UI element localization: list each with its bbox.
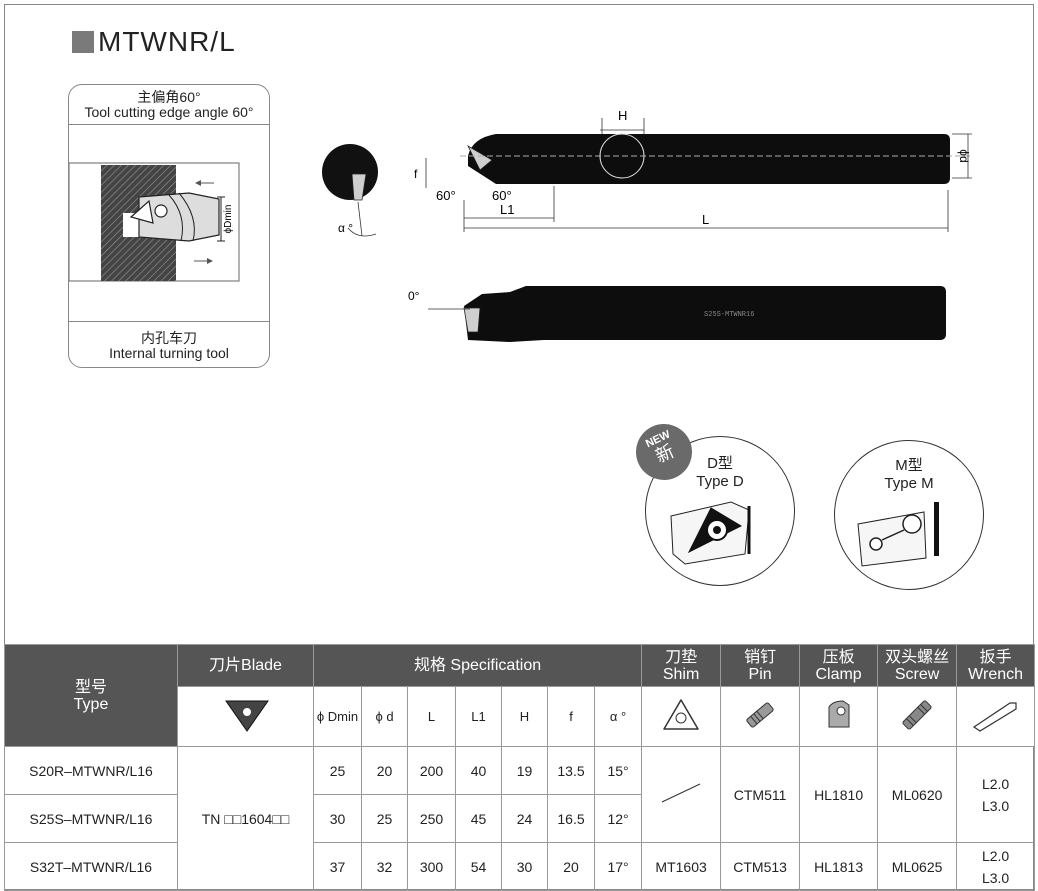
pin-icon (720, 686, 801, 747)
row3-d: 32 (361, 842, 408, 891)
tool-side-view: S25S-MTWNR16 0° (408, 286, 946, 342)
row3-alpha: 17° (593, 842, 643, 891)
type-m-en: Type M (884, 475, 934, 492)
dmin-label: ϕDmin (223, 205, 234, 234)
alpha-label: α ° (338, 221, 353, 235)
header-type: 型号 Type (4, 644, 178, 747)
row2-L: 250 (407, 794, 456, 843)
row2-L1: 45 (455, 794, 502, 843)
dimension-H: H (618, 108, 627, 123)
wrench-icon (956, 686, 1036, 747)
spec-col-d: ϕ d (361, 686, 408, 747)
angle-left-60: 60° (436, 188, 456, 203)
card-title-en: Tool cutting edge angle 60° (84, 104, 254, 120)
shim-group2: MT1603 (641, 842, 722, 891)
row2-dmin: 30 (313, 794, 362, 843)
wrench-group2: L2.0 L3.0 (956, 842, 1036, 891)
row1-type: S20R–MTWNR/L16 (4, 746, 178, 795)
internal-turning-illustration: ϕDmin (68, 125, 269, 323)
wrench-group1: L2.0 L3.0 (956, 746, 1036, 843)
row1-L1: 40 (455, 746, 502, 795)
type-m-clamp-icon (857, 502, 939, 567)
row1-f: 13.5 (547, 746, 595, 795)
type-m-badge: M型 Type M (834, 440, 984, 590)
screw-group2: ML0625 (877, 842, 958, 891)
row1-alpha: 15° (593, 746, 643, 795)
row3-f: 20 (547, 842, 595, 891)
angle-zero: 0° (408, 289, 420, 303)
header-blade: 刀片Blade (177, 644, 314, 687)
clamp-icon (799, 686, 879, 747)
spec-col-H: H (501, 686, 548, 747)
type-d-clamp-icon (670, 501, 751, 565)
card-footer-cn: 内孔车刀 (141, 330, 197, 346)
tool-top-view: H f 60° 60° L1 L ϕd (414, 108, 972, 232)
screw-icon (877, 686, 958, 747)
blade-value: TN □□1604□□ (177, 746, 314, 891)
spec-col-L: L (407, 686, 456, 747)
row3-H: 30 (501, 842, 548, 891)
clamp-group2: HL1813 (799, 842, 879, 891)
cutting-angle-card: 主偏角60° Tool cutting edge angle 60° (68, 84, 270, 368)
card-header: 主偏角60° Tool cutting edge angle 60° (69, 85, 269, 125)
title-square-icon (72, 31, 94, 53)
dimension-L1: L1 (500, 202, 514, 217)
page-title: MTWNR/L (72, 26, 236, 58)
shank-marking: S25S-MTWNR16 (704, 311, 754, 319)
type-m-cn: M型 (895, 457, 923, 474)
dimension-L: L (702, 212, 709, 227)
spec-col-L1: L1 (455, 686, 502, 747)
type-d-en: Type D (696, 473, 744, 490)
shim-none (641, 746, 722, 843)
row1-H: 19 (501, 746, 548, 795)
shim-icon (641, 686, 722, 747)
end-view: α ° (322, 144, 378, 237)
pin-group1: CTM511 (720, 746, 801, 843)
dimension-d: ϕd (957, 149, 971, 162)
row3-L1: 54 (455, 842, 502, 891)
card-footer: 内孔车刀 Internal turning tool (69, 321, 269, 367)
spec-col-f: f (547, 686, 595, 747)
blade-insert-icon (177, 686, 314, 747)
tool-dimension-drawing: α ° H f 60° 60° L1 L ϕd S25S-MTWNR16 0° (322, 108, 972, 342)
spec-col-dmin: ϕ Dmin (313, 686, 362, 747)
clamp-group1: HL1810 (799, 746, 879, 843)
header-specification: 规格 Specification (312, 644, 643, 687)
screw-group1: ML0620 (877, 746, 958, 843)
spec-col-alpha: α ° (593, 686, 643, 747)
row1-L: 200 (407, 746, 456, 795)
row2-type: S25S–MTWNR/L16 (4, 794, 178, 843)
row1-d: 20 (361, 746, 408, 795)
row2-d: 25 (361, 794, 408, 843)
row1-dmin: 25 (313, 746, 362, 795)
angle-right-60: 60° (492, 188, 512, 203)
pin-group2: CTM513 (720, 842, 801, 891)
row3-L: 300 (407, 842, 456, 891)
row2-alpha: 12° (593, 794, 643, 843)
dimension-f: f (414, 167, 418, 181)
card-footer-en: Internal turning tool (109, 345, 229, 361)
card-title-cn: 主偏角60° (137, 89, 201, 105)
row3-type: S32T–MTWNR/L16 (4, 842, 178, 891)
row2-H: 24 (501, 794, 548, 843)
bore-diagram-icon: ϕDmin (68, 162, 240, 282)
type-d-cn: D型 (707, 455, 733, 472)
row2-f: 16.5 (547, 794, 595, 843)
row3-dmin: 37 (313, 842, 362, 891)
